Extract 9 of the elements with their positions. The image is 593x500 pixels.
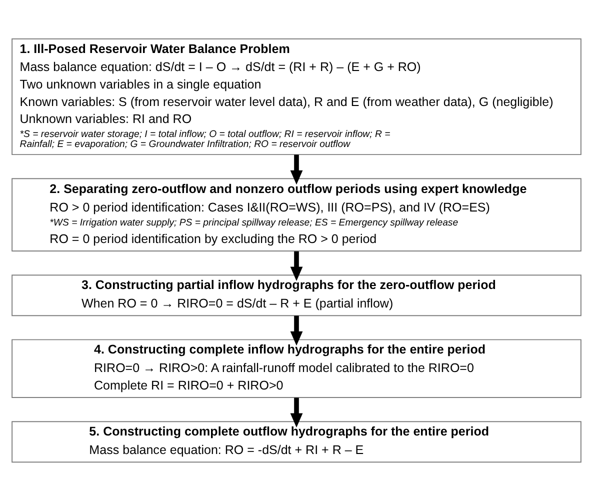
node-box: 1. Ill-Posed Reservoir Water Balance Problem Mass balance equation: dS/dt = I – O → dS/dt = (RI + R) – (E + G + RO) Two unknown variables in a single equation Known variables: S (from reservoir water level data), R and E (from weather data), G (negligible) Unknown variables: RI and RO *S = reservoir water storage; I = total inflow; O = total outflow; RI = reservoir inflow; R = Rainfall; E = evaporation; G = Groundwater Infiltration; RO = reservoir outflow [12, 38, 582, 155]
node-box: 2. Separating zero-outflow and nonzero outflow periods using expert knowledge RO > 0 period identification: Cases I&II(RO=WS), III (RO=PS), and IV (RO=ES) *WS = Irrigation water supply; PS = principal spillway release; ES = Emergency spillway release RO = 0 period identification by excluding the RO > 0 period [12, 178, 582, 251]
arrow [290, 397, 303, 428]
node-box: 4. Constructing complete inflow hydrographs for the entire period RIRO=0 → RIRO>0: A rainfall-runoff model calibrated to the RIRO=0 Complete RI = RIRO=0 + RIRO>0 [12, 338, 582, 398]
arrow [290, 154, 303, 184]
arrow [290, 315, 303, 346]
arrow [290, 250, 303, 281]
node-box: 3. Constructing partial inflow hydrographs for the zero-outflow period When RO = 0 → RIRO=0 = dS/dt – R + E (partial inflow) [12, 274, 582, 316]
node-box: 5. Constructing complete outflow hydrographs for the entire period Mass balance equation: RO = -dS/dt + RI + R – E [12, 420, 582, 462]
